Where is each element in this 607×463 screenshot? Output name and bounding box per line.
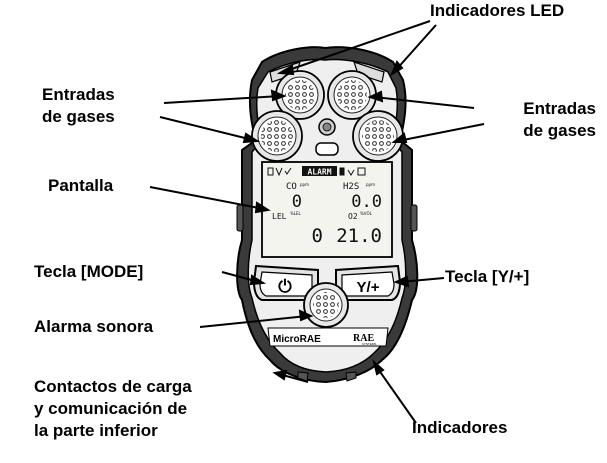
buzzer: [303, 282, 349, 328]
brand-logo: RAE: [353, 333, 374, 344]
label-bottom-contacts-line3: la parte inferior: [34, 421, 158, 440]
lcd-gas3-name: LEL: [272, 212, 287, 221]
lcd-gas4-name: O2: [348, 212, 358, 221]
label-bottom-contacts-line2: y comunicación de: [34, 399, 188, 418]
lcd-gas3-unit: %LEL: [290, 211, 302, 216]
bottom-indicator-right: [345, 371, 357, 382]
label-gas-inlets-right-line2: de gases: [523, 121, 596, 140]
lcd-screen: [261, 161, 393, 258]
side-button-right: [410, 204, 418, 232]
mode-key[interactable]: ⏻: [252, 264, 319, 301]
label-buzzer: Alarma sonora: [34, 317, 154, 336]
y-plus-key-label: Y/+: [357, 279, 380, 296]
label-gas-inlets-left-line2: de gases: [42, 107, 115, 126]
label-gas-inlets-left: Entradas de gases: [42, 84, 115, 128]
center-slot: [315, 142, 339, 156]
label-y-key: Tecla [Y/+]: [445, 267, 530, 286]
lcd-gas4-unit: %VOL: [360, 211, 373, 216]
lcd-gas1-name: CO: [286, 182, 297, 192]
label-bottom-contacts: Contactos de carga y comunicación de la …: [34, 376, 192, 442]
label-indicators: Indicadores: [412, 418, 508, 437]
label-bottom-contacts-line1: Contactos de carga: [34, 377, 192, 396]
lcd-gas2-name: H2S: [343, 182, 359, 192]
label-gas-inlets-left-line1: Entradas: [42, 85, 115, 104]
label-led-indicators: Indicadores LED: [430, 1, 565, 20]
power-icon: ⏻: [278, 277, 292, 297]
brand-sub: SYSTEMS: [362, 342, 376, 346]
label-gas-inlets-right: Entradas de gases: [523, 98, 596, 142]
pointer-lines: [149, 20, 485, 424]
lcd-gas4-value: 21.0: [336, 225, 382, 247]
gas-inlet-bottom-left: [251, 110, 303, 162]
side-button-left: [236, 204, 244, 232]
lcd-gas2-value: 0.0: [351, 192, 382, 212]
lcd-alarm-text: ALARM: [307, 168, 331, 177]
lcd-status-icons: [267, 167, 366, 177]
lcd-gas1-value: 0: [292, 192, 302, 212]
gas-inlet-bottom-right: [352, 110, 404, 162]
label-mode-key: Tecla [MODE]: [34, 262, 144, 281]
lcd-gas3-value: 0: [312, 225, 323, 247]
gas-inlet-top-right: [327, 70, 377, 120]
lcd-gas2-unit: ppm: [366, 182, 375, 187]
label-display: Pantalla: [48, 176, 114, 195]
label-gas-inlets-right-line1: Entradas: [523, 99, 596, 118]
brand-plate: [267, 327, 389, 347]
lcd-gas1-unit: ppm: [300, 182, 309, 187]
brand-model: MicroRAE: [273, 334, 321, 345]
